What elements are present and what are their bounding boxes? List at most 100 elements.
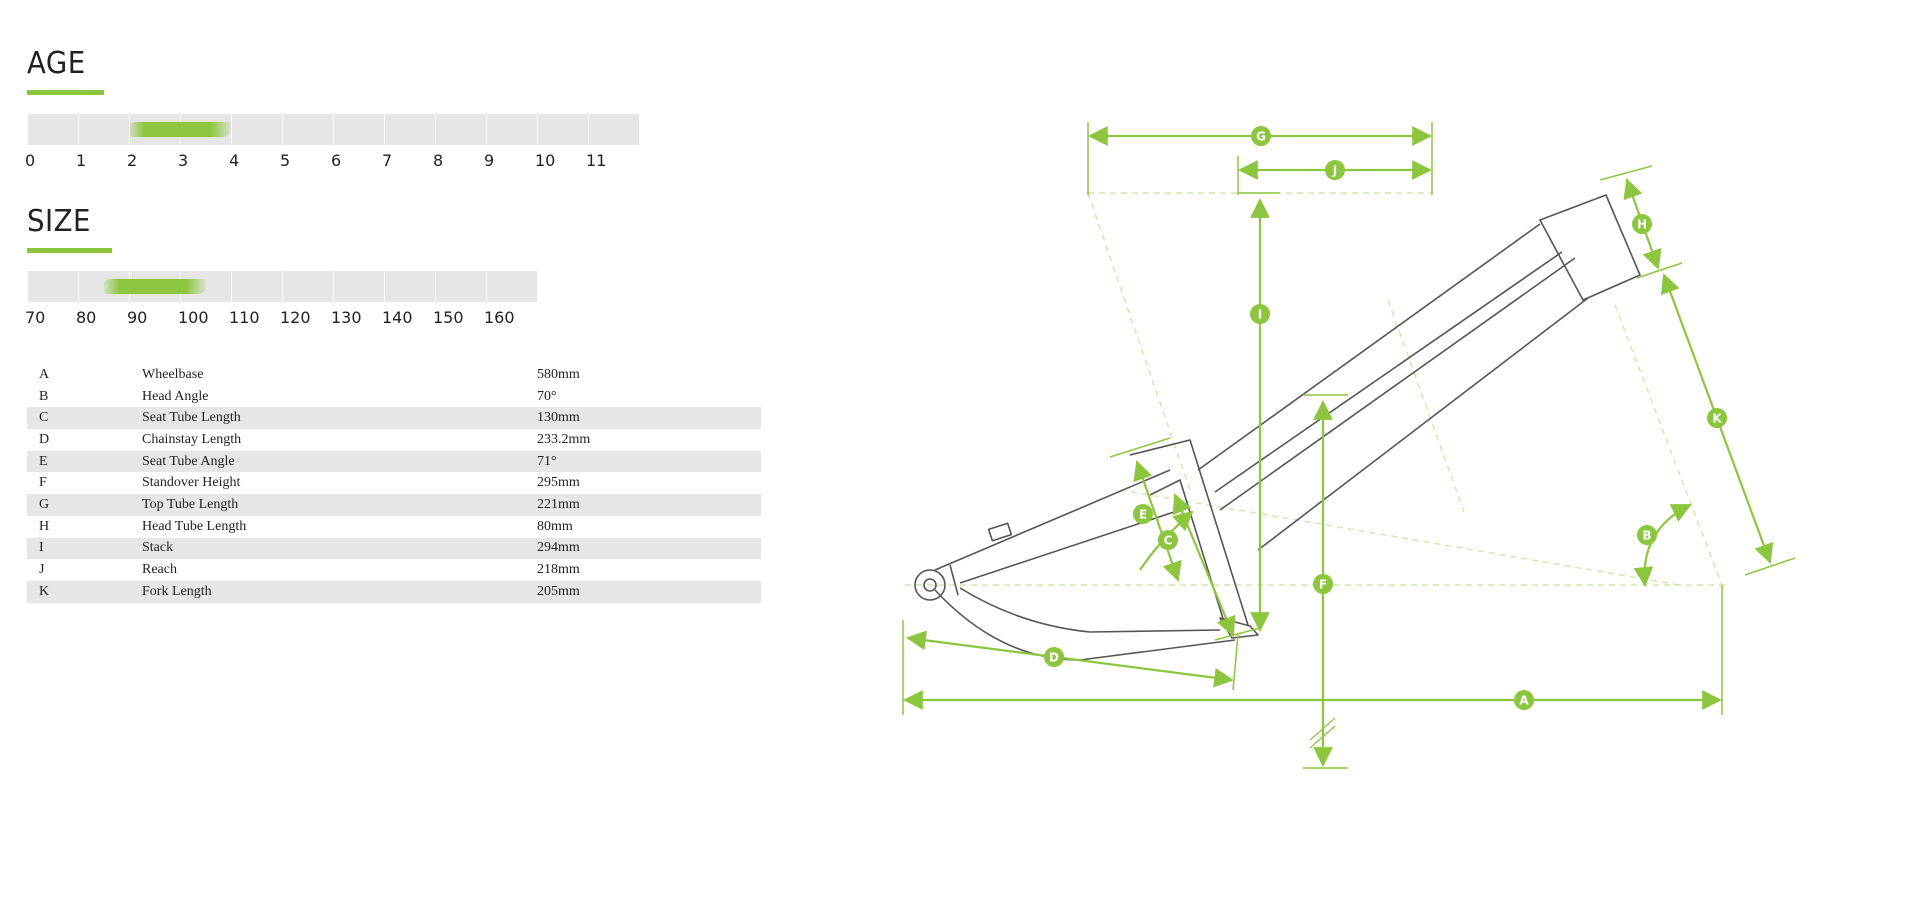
size-scale-cell [27, 271, 78, 302]
size-tick-label: 140 [382, 308, 413, 327]
geometry-letter: J [39, 562, 45, 578]
age-scale-cell [333, 114, 384, 145]
table-row: F Standover Height 295mm [27, 472, 761, 494]
geometry-letter: H [39, 518, 50, 534]
badge-letter: E [1139, 508, 1147, 522]
geometry-name: Top Tube Length [142, 494, 537, 516]
badge-b: B [1637, 525, 1657, 545]
geometry-value: 218mm [537, 562, 580, 578]
badge-letter: B [1642, 529, 1651, 543]
badge-letter: I [1258, 308, 1262, 322]
size-scale-cell [486, 271, 537, 302]
size-title: SIZE [27, 204, 91, 239]
geometry-letter: G [27, 494, 142, 516]
geometry-name: Head Angle [142, 388, 209, 404]
age-tick-label: 3 [178, 151, 189, 170]
age-tick-label: 11 [586, 151, 607, 170]
size-tick-label: 70 [25, 308, 46, 327]
geometry-name: Seat Tube Angle [142, 450, 537, 473]
size-range-highlight [103, 279, 206, 294]
size-scale-bar [27, 271, 537, 302]
badge-c: C [1158, 530, 1178, 550]
age-scale-cell [384, 114, 435, 145]
construction-lines [905, 192, 1725, 586]
geometry-letter: C [27, 407, 142, 430]
size-scale-cell [282, 271, 333, 302]
age-tick-label: 6 [331, 151, 342, 170]
geometry-name: Fork Length [142, 580, 537, 603]
age-tick-label: 9 [484, 151, 495, 170]
geometry-value: 233.2mm [537, 431, 591, 447]
geometry-name: Head Tube Length [142, 518, 247, 534]
dimension-lines [902, 122, 1796, 769]
age-tick-label: 7 [382, 151, 393, 170]
age-scale-cell [435, 114, 486, 145]
geometry-name: Reach [142, 562, 177, 578]
age-tick-label: 4 [229, 151, 240, 170]
table-row: H Head Tube Length 80mm [27, 516, 761, 538]
geometry-letter: E [27, 450, 142, 473]
geometry-value: 295mm [537, 475, 580, 491]
badge-a: A [1514, 690, 1534, 710]
size-tick-label: 80 [76, 308, 97, 327]
bike-frame [914, 194, 1641, 661]
geometry-value: 580mm [537, 366, 580, 382]
size-tick-label: 160 [484, 308, 515, 327]
size-tick-label: 120 [280, 308, 311, 327]
age-tick-label: 8 [433, 151, 444, 170]
badge-letter: K [1712, 412, 1722, 426]
geometry-name: Seat Tube Length [142, 407, 537, 430]
geometry-value: 205mm [537, 580, 761, 603]
size-tick-label: 100 [178, 308, 209, 327]
size-title-underline [27, 248, 112, 253]
age-scale-cell [231, 114, 282, 145]
table-row: A Wheelbase 580mm [27, 364, 761, 386]
badge-k: K [1707, 408, 1727, 428]
badge-i: I [1250, 304, 1270, 324]
geometry-name: Wheelbase [142, 366, 204, 382]
age-tick-label: 5 [280, 151, 291, 170]
badge-j: J [1325, 160, 1345, 180]
badge-g: G [1251, 126, 1271, 146]
age-tick-label: 2 [127, 151, 138, 170]
size-tick-label: 90 [127, 308, 148, 327]
age-scale-cell [486, 114, 537, 145]
age-scale-cell [588, 114, 639, 145]
geometry-name: Standover Height [142, 475, 241, 491]
size-tick-label: 110 [229, 308, 260, 327]
badge-letter: H [1637, 218, 1647, 232]
age-scale-bar [27, 114, 639, 145]
table-row: D Chainstay Length 233.2mm [27, 429, 761, 451]
badge-h: H [1632, 214, 1652, 234]
size-tick-label: 150 [433, 308, 464, 327]
geometry-letter: K [27, 580, 142, 603]
age-title-underline [27, 90, 104, 95]
geometry-letter: A [39, 366, 50, 382]
geometry-value: 221mm [537, 494, 761, 516]
badge-f: F [1313, 574, 1333, 594]
geometry-name: Stack [142, 537, 537, 560]
badge-letter: A [1519, 694, 1529, 708]
badge-e: E [1133, 504, 1153, 524]
geometry-value: 130mm [537, 407, 761, 430]
badge-d: D [1044, 647, 1064, 667]
geometry-letter: D [39, 431, 50, 447]
size-scale-cell [435, 271, 486, 302]
age-range-highlight [129, 122, 231, 137]
geometry-value: 70° [537, 388, 557, 404]
geometry-letter: F [39, 475, 47, 491]
badge-letter: C [1164, 534, 1173, 548]
geometry-name: Chainstay Length [142, 431, 242, 447]
age-tick-label: 1 [76, 151, 87, 170]
badge-letter: F [1319, 578, 1327, 592]
geometry-value: 80mm [537, 518, 573, 534]
size-scale-cell [333, 271, 384, 302]
age-tick-label: 0 [25, 151, 36, 170]
